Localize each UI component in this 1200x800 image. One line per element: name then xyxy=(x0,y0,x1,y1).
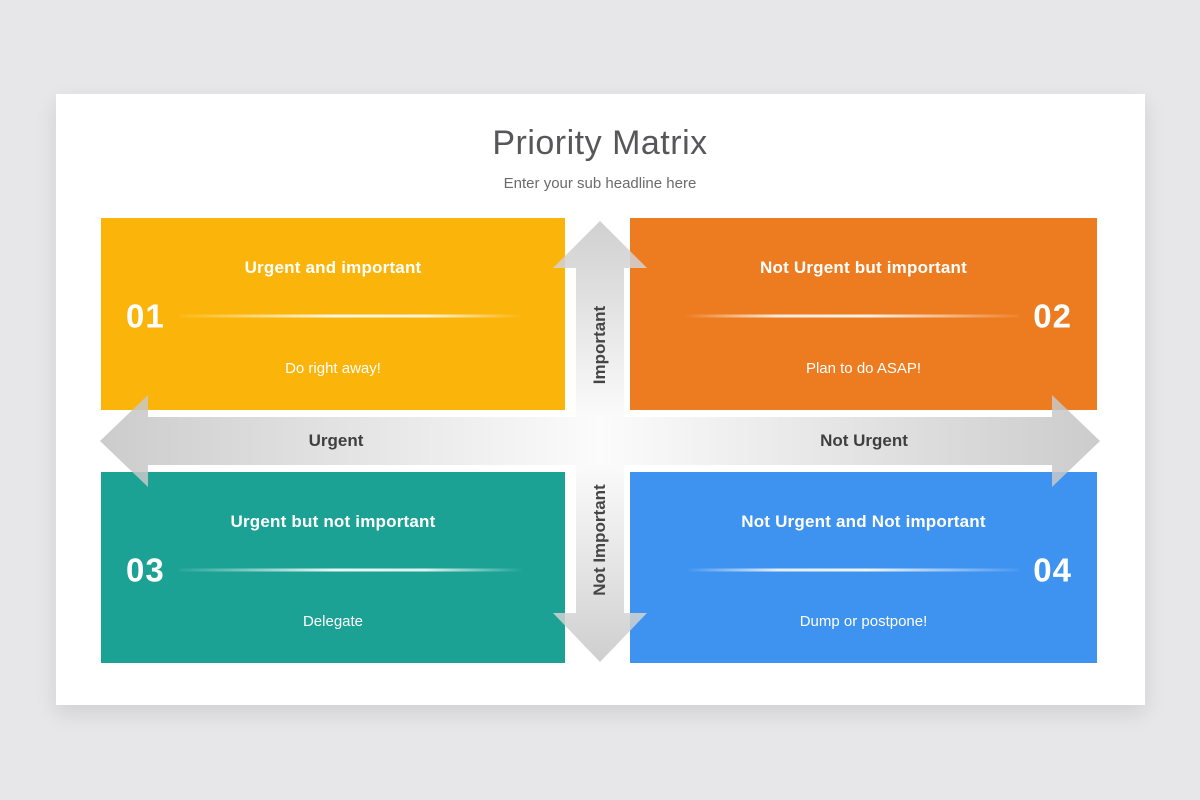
page-subtitle: Enter your sub headline here xyxy=(503,175,697,192)
axis-label-urgent: Urgent xyxy=(308,431,364,450)
axis-label-not-urgent: Not Urgent xyxy=(820,431,908,450)
quadrant-number-row: 01 xyxy=(101,300,565,333)
quadrant-number: 01 xyxy=(126,297,165,335)
quadrant-caption: Dump or postpone! xyxy=(799,613,928,630)
quadrant-number-row: 04 xyxy=(630,554,1097,587)
quadrant-urgent-important: Urgent and important 01 Do right away! xyxy=(101,218,565,410)
quadrant-noturgent-notimportant: Not Urgent and Not important 04 Dump or … xyxy=(630,472,1097,663)
axis-label-important: Important xyxy=(590,305,609,385)
quadrant-caption: Delegate xyxy=(302,613,364,630)
quadrant-caption: Do right away! xyxy=(285,360,381,377)
quadrant-noturgent-important: Not Urgent but important 02 Plan to do A… xyxy=(630,218,1097,410)
quadrant-number-row: 02 xyxy=(630,300,1097,333)
quadrant-title: Not Urgent and Not important xyxy=(741,512,986,531)
divider-line xyxy=(178,568,523,572)
quadrant-number: 04 xyxy=(1033,551,1072,589)
axis-label-not-important: Not Important xyxy=(590,484,609,596)
quadrant-number-row: 03 xyxy=(101,554,565,587)
divider-line xyxy=(178,314,523,318)
divider-line xyxy=(685,568,1020,572)
quadrant-number: 02 xyxy=(1033,297,1072,335)
quadrant-caption: Plan to do ASAP! xyxy=(805,360,922,377)
divider-line xyxy=(685,314,1020,318)
quadrant-number: 03 xyxy=(126,551,165,589)
quadrant-title: Not Urgent but important xyxy=(760,258,967,277)
quadrant-urgent-notimportant: Urgent but not important 03 Delegate xyxy=(101,472,565,663)
page-title: Priority Matrix xyxy=(492,124,708,162)
quadrant-title: Urgent but not important xyxy=(230,512,436,531)
quadrant-title: Urgent and important xyxy=(244,258,422,277)
